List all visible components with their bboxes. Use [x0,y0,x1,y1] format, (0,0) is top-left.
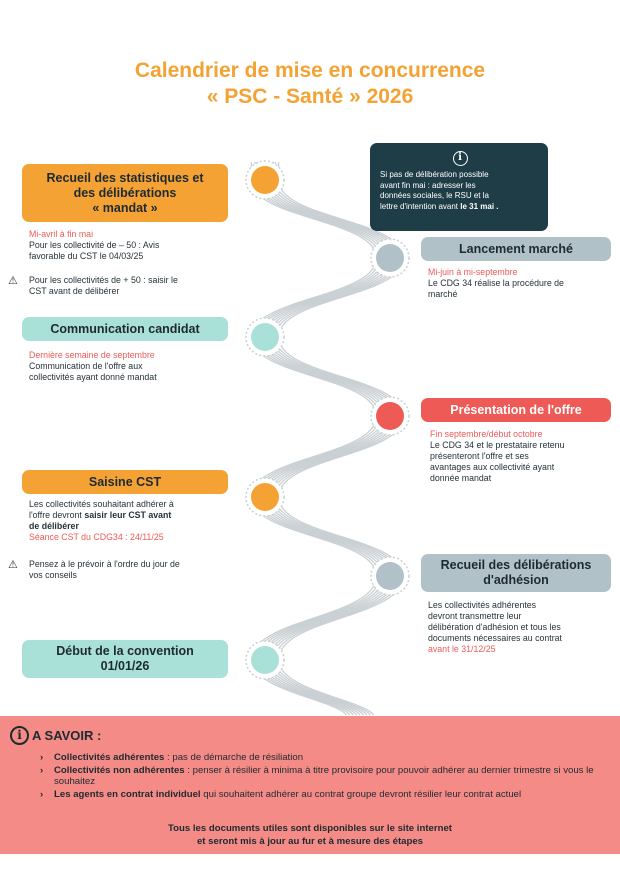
warning-icon: ⚠ [8,559,18,571]
recueil-adhesion-details: Les collectivités adhérentes devront tra… [428,600,610,655]
info-line-4: lettre d'intention avant le 31 mai . [380,201,499,211]
presentation-offre-details: Fin septembre/début octobre Le CDG 34 et… [430,429,608,484]
road-line [254,162,381,716]
a-savoir-panel: i A SAVOIR : Collectivités adhérentes : … [0,716,620,854]
info-line-3: données sociales, le RSU et la [380,191,489,200]
list-item: Les agents en contrat individuel qui sou… [38,789,606,801]
lancement-marche-details: Mi-juin à mi-septembre Le CDG 34 réalise… [428,267,608,300]
a-savoir-footer-line-2: et seront mis à jour au fur et à mesure … [196,836,424,847]
step-dot-lancement [376,244,404,272]
communication-candidat-details: Dernière semaine de septembre Communicat… [29,350,229,383]
stage-recueil-adhesion: Recueil des délibérations d'adhésion [421,554,611,592]
step-dot-communication [251,323,279,351]
step-dot-recueil-adhesion [376,562,404,590]
step-dot-saisine [251,483,279,511]
info-icon: i [452,151,468,166]
stage-recueil-statistiques: Recueil des statistiques et des délibéra… [22,164,228,222]
a-savoir-list: Collectivités adhérentes : pas de démarc… [38,752,606,801]
info-line-1: Si pas de délibération possible [380,170,489,179]
recueil-statistiques-warning: Pour les collectivités de + 50 : saisir … [29,275,178,296]
a-savoir-heading: i A SAVOIR : [10,726,101,745]
step-dot-recueil-statistiques [251,166,279,194]
info-box: i Si pas de délibération possible avant … [370,143,548,231]
road-line [250,162,378,716]
saisine-cst-warning: Pensez à le prévoir à l'ordre du jour de… [29,559,180,580]
a-savoir-footer-line-1: Tous les documents utiles sont disponibl… [168,823,452,834]
communication-candidat-date: Dernière semaine de septembre [29,350,155,360]
stage-communication-candidat: Communication candidat [22,317,228,341]
stage-saisine-cst: Saisine CST [22,470,228,494]
page-subtitle: « PSC - Santé » 2026 [206,85,414,108]
saisine-cst-details: Les collectivités souhaitant adhérer à l… [29,499,229,543]
recueil-adhesion-date: avant le 31/12/25 [428,644,496,654]
stage-lancement-marche: Lancement marché [421,237,611,261]
list-item: Collectivités adhérentes : pas de démarc… [38,752,606,764]
step-dot-debut [251,646,279,674]
lancement-marche-date: Mi-juin à mi-septembre [428,267,518,277]
presentation-offre-date: Fin septembre/début octobre [430,429,543,439]
stage-debut-convention: Début de la convention 01/01/26 [22,640,228,678]
page-title: Calendrier de mise en concurrence [134,59,486,82]
stage-presentation-offre: Présentation de l'offre [421,398,611,422]
list-item: Collectivités non adhérentes : penser à … [38,765,606,788]
recueil-statistiques-date: Mi-avril à fin mai [29,229,94,239]
recueil-statistiques-details: Mi-avril à fin mai Pour les collectivité… [29,229,229,262]
saisine-cst-date: Séance CST du CDG34 : 24/11/25 [29,532,164,542]
step-dot-presentation [376,402,404,430]
warning-icon: ⚠ [8,275,18,287]
info-line-2: avant fin mai : adresser les [380,180,476,190]
info-icon: i [10,726,29,745]
